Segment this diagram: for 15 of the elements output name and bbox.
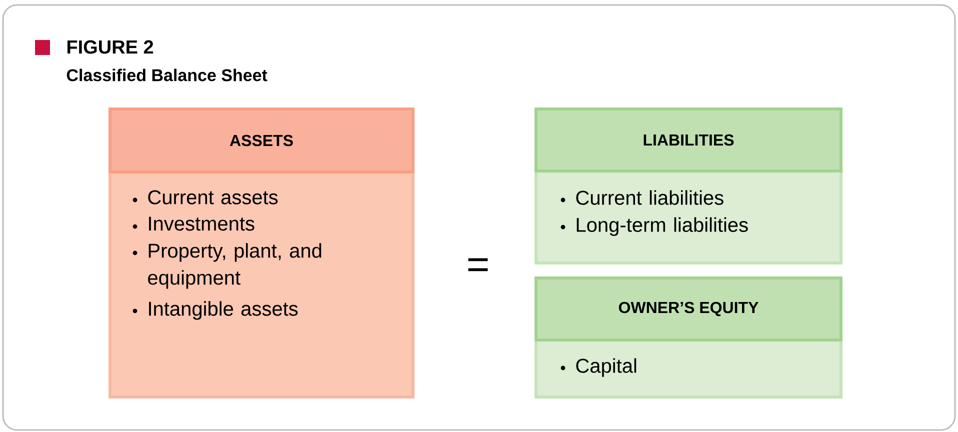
equals-sign: = — [468, 258, 488, 272]
category-box: OWNER’S EQUITY Capital — [534, 276, 842, 398]
figure-number: FIGURE 2 — [67, 40, 154, 54]
list-item: Current liabilities — [576, 190, 724, 205]
node-label: ASSETS — [230, 134, 293, 146]
figure-title: Classified Balance Sheet — [66, 68, 268, 82]
list-item: Current assets — [148, 190, 278, 204]
list-item: Property, plant, and equipment — [148, 243, 322, 289]
list-item: Long-term liabilities — [576, 217, 748, 236]
category-box: ASSETS Current assets Investments Property, plant, and equipment Intangible assets — [108, 108, 414, 398]
list-item: Investments — [149, 216, 254, 231]
category-box: LIABILITIES Current liabilities Long-term liabilities — [534, 108, 842, 264]
list-item: Intangible assets — [149, 301, 298, 320]
node-label: LIABILITIES — [644, 134, 734, 146]
list-item: Capital — [576, 358, 636, 377]
